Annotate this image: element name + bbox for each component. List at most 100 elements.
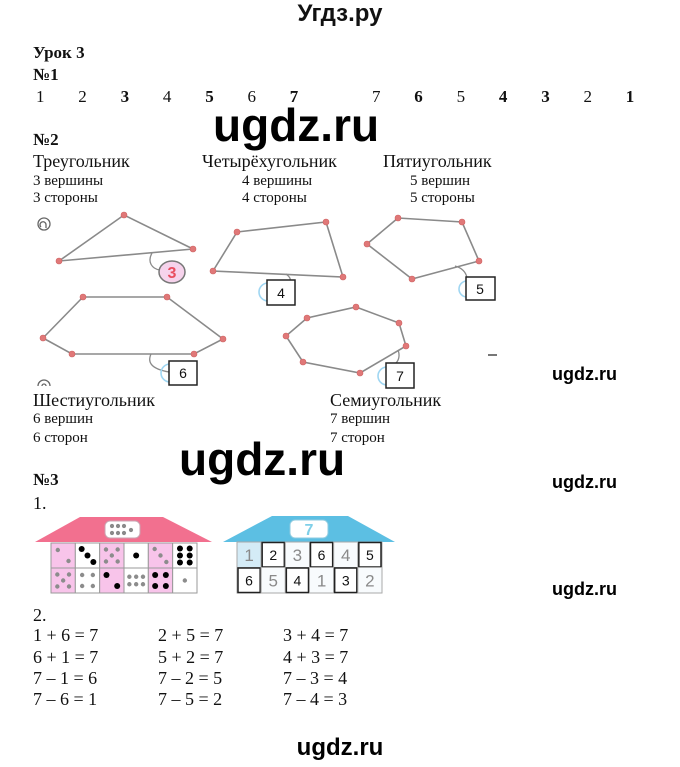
roof-number: 7 xyxy=(305,522,314,539)
die-dot xyxy=(164,559,169,565)
vertex-dot xyxy=(394,214,402,222)
sequence-number: 5 xyxy=(205,87,214,106)
house-cell xyxy=(309,567,335,594)
shape-name-pentagon: Пятиугольник xyxy=(383,151,492,171)
die-dot xyxy=(140,582,146,587)
shape-sides-heptagon: 7 сторон xyxy=(330,430,385,446)
roof-dots-label xyxy=(104,520,141,539)
die-dot xyxy=(55,547,61,553)
vertex-dot xyxy=(120,211,128,219)
hexagon-badge-box xyxy=(168,360,198,386)
roof-dot xyxy=(115,523,121,529)
shape-vertices-hexagon: 6 вершин xyxy=(33,411,94,427)
house-cell xyxy=(260,567,286,594)
sequence-number: 4 xyxy=(162,87,172,106)
pentagon-arc xyxy=(458,280,468,298)
roof-dot xyxy=(121,523,127,529)
equation: 7 – 1 = 6 xyxy=(33,668,98,688)
shape-vertices-pentagon: 5 вершин xyxy=(410,173,471,189)
sequence-number: 6 xyxy=(247,87,256,106)
die-dot xyxy=(152,583,159,589)
sequence-number: 7 xyxy=(289,87,299,106)
vertex-dot xyxy=(189,245,197,253)
die-dot xyxy=(84,552,91,559)
die-dot xyxy=(79,572,85,578)
task2-label: №2 xyxy=(33,130,59,149)
vertex-dot xyxy=(219,335,227,343)
vertex-dot xyxy=(299,358,307,366)
sequence-number: 1 xyxy=(625,87,635,106)
hexagon-figure xyxy=(41,296,225,355)
die-dot xyxy=(133,574,139,579)
house-cell-number: 6 xyxy=(318,547,326,563)
equation: 3 + 4 = 7 xyxy=(283,625,349,645)
equation: 7 – 3 = 4 xyxy=(283,668,348,688)
die-dot xyxy=(158,553,163,558)
shape-name-triangle: Треугольник xyxy=(33,151,130,171)
house-cell-number: 6 xyxy=(245,572,253,588)
die-dot xyxy=(55,584,60,589)
house-cell-number: 2 xyxy=(269,547,277,563)
die-dot xyxy=(115,559,120,564)
vertex-dot xyxy=(322,218,330,226)
vertex-dot xyxy=(475,257,483,265)
roof-dot xyxy=(115,530,121,536)
die-cell xyxy=(74,567,101,594)
die-cell xyxy=(123,567,149,594)
triangle-badge xyxy=(158,260,186,284)
hexagon-connector xyxy=(149,353,170,373)
pentagon-badge-box xyxy=(465,276,496,301)
vertex-dot xyxy=(233,228,241,236)
shape-sides-triangle: 3 стороны xyxy=(33,190,98,206)
sequence-number: 3 xyxy=(120,87,130,106)
shape-vertices-quadrilateral: 4 вершины xyxy=(242,173,313,189)
vertex-dot xyxy=(163,293,171,301)
heptagon-badge-box xyxy=(385,362,415,389)
die-dot xyxy=(103,572,110,578)
die-cell xyxy=(147,567,174,594)
equation: 7 – 2 = 5 xyxy=(158,668,223,688)
equation: 5 + 2 = 7 xyxy=(158,647,224,667)
die-dot xyxy=(109,553,115,558)
watermark-footer: ugdz.ru xyxy=(296,734,384,761)
house-cell-number: 3 xyxy=(342,572,350,588)
roof-dot xyxy=(109,530,115,536)
shape-name-quadrilateral: Четырёхугольник xyxy=(202,151,337,171)
vertex-dot xyxy=(303,314,311,322)
die-dot xyxy=(78,546,85,552)
house-cell-number: 2 xyxy=(365,571,374,590)
die-dot xyxy=(162,572,169,578)
triangle-figure xyxy=(56,214,196,263)
site-title: Угдз.ру xyxy=(297,0,383,27)
die-dot xyxy=(90,583,96,589)
watermark-side: ugdz.ru xyxy=(552,472,617,492)
vertex-dot xyxy=(356,369,364,377)
vertex-dot xyxy=(339,273,347,281)
sequence-number: 5 xyxy=(456,87,466,106)
triangle-badge-number: 3 xyxy=(168,265,177,282)
roof-dot xyxy=(128,527,134,533)
pentagon-badge-number: 5 xyxy=(476,281,484,297)
heptagon-connector xyxy=(395,349,400,364)
die-dot xyxy=(127,574,132,579)
circled-letter-icon xyxy=(37,379,51,387)
lesson-title: Урок 3 xyxy=(33,43,85,62)
equation: 1 + 6 = 7 xyxy=(33,625,99,645)
watermark-large: ugdz.ru xyxy=(213,99,380,151)
task3-part2-label: 2. xyxy=(33,605,47,625)
die-dot xyxy=(60,578,66,583)
house-cell-number: 4 xyxy=(341,546,350,565)
die-dot xyxy=(152,546,157,552)
die-dot xyxy=(133,552,140,559)
die-dot xyxy=(176,552,183,559)
die-dot xyxy=(114,583,121,589)
die-dot xyxy=(133,582,139,587)
die-dot xyxy=(115,547,120,552)
shape-sides-pentagon: 5 стороны xyxy=(410,190,475,206)
quadrilateral-badge-number: 4 xyxy=(277,285,285,301)
heptagon-figure xyxy=(284,306,407,374)
number-card-box xyxy=(237,567,261,594)
heptagon-arc xyxy=(377,366,388,386)
